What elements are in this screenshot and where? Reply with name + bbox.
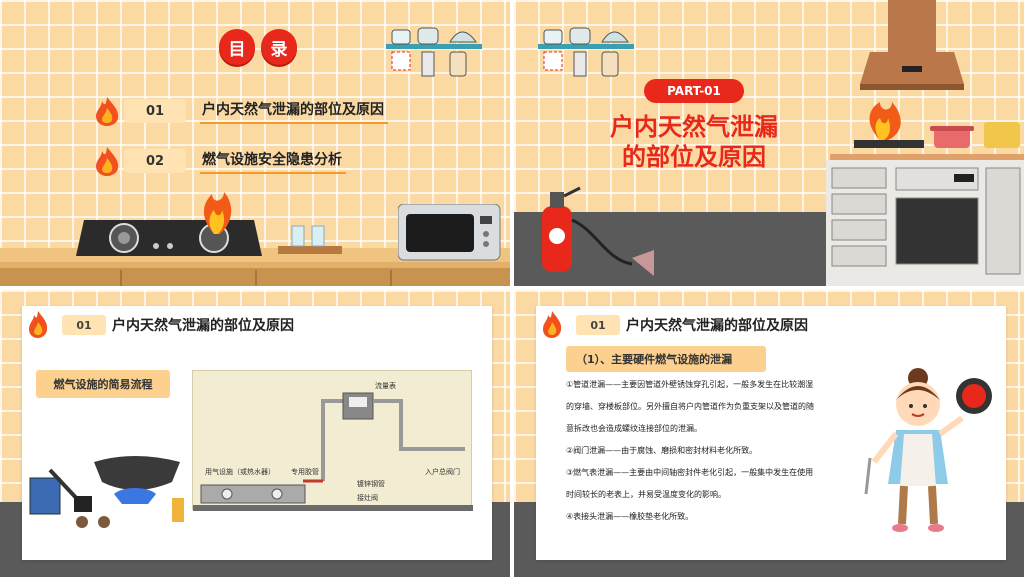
label-meter: 流量表 xyxy=(375,382,396,390)
content-card: 01 户内天然气泄漏的部位及原因 （1）、主要硬件燃气设施的泄漏 ①管道泄漏——… xyxy=(536,306,1006,560)
slide-leakage-details[interactable]: 01 户内天然气泄漏的部位及原因 （1）、主要硬件燃气设施的泄漏 ①管道泄漏——… xyxy=(514,290,1024,577)
flame-icon xyxy=(543,311,562,338)
pipe-schematic xyxy=(193,392,473,511)
range-hood-illustration xyxy=(860,0,964,90)
cabinet-divider xyxy=(120,270,122,286)
leakage-paragraph: ①管道泄漏——主要因管道外壁锈蚀穿孔引起，一般多发生在比较潮湿 的穿墙、穿楼板部… xyxy=(566,374,846,528)
toc-title-char-1: 目 xyxy=(219,29,255,65)
slide-title: 户内天然气泄漏的部位及原因 xyxy=(626,318,808,334)
section-number: 01 xyxy=(62,315,106,335)
label-pipe: 专用胶管 xyxy=(291,468,319,476)
text-line: ①管道泄漏——主要因管道外壁锈蚀穿孔引起，一般多发生在比较潮湿 xyxy=(566,380,814,389)
section-heading: （1）、主要硬件燃气设施的泄漏 xyxy=(566,346,766,372)
part-title-line-1: 户内天然气泄漏 xyxy=(610,113,778,141)
chef-woman-illustration xyxy=(864,368,992,532)
part-title: 户内天然气泄漏 的部位及原因 xyxy=(574,112,814,172)
slide-title: 户内天然气泄漏的部位及原因 xyxy=(112,318,294,334)
text-line: ④表接头泄漏——橡胶垫老化所致。 xyxy=(566,512,694,521)
slide-header: 01 户内天然气泄漏的部位及原因 xyxy=(28,310,294,340)
flame-icon xyxy=(96,147,119,176)
slide-header: 01 户内天然气泄漏的部位及原因 xyxy=(542,310,808,340)
fire-extinguisher-illustration xyxy=(542,186,654,276)
label-valve-connector: 接灶阀 xyxy=(357,494,378,502)
toc-item-number: 01 xyxy=(124,99,186,123)
wok-stove-illustration xyxy=(29,456,184,528)
section-number: 01 xyxy=(576,315,620,335)
slide-gas-flow[interactable]: 01 户内天然气泄漏的部位及原因 燃气设施的简易流程 xyxy=(0,290,510,577)
gas-flow-diagram: 流量表 用气设施（或热水器） 专用胶管 镀锌钢管 接灶阀 入户总阀门 xyxy=(192,370,473,511)
cabinet-divider xyxy=(255,270,257,286)
text-line: ③燃气表泄漏——主要由中间轴密封件老化引起，一般集中发生在使用 xyxy=(566,468,814,477)
glasses-tray-illustration xyxy=(278,225,342,254)
utensil-shelf-illustration xyxy=(538,27,634,77)
flow-subtitle: 燃气设施的简易流程 xyxy=(36,370,170,398)
toc-item-1[interactable]: 01 户内天然气泄漏的部位及原因 xyxy=(94,96,388,126)
cabinet-divider xyxy=(390,270,392,286)
flame-icon xyxy=(96,97,119,126)
text-line: 意拆改也会造成螺纹连接部位的泄漏。 xyxy=(566,424,702,433)
toc-item-label[interactable]: 户内天然气泄漏的部位及原因 xyxy=(200,99,388,124)
slide-toc[interactable]: 目 录 01 户内天然气泄漏的部位及原因 02 燃气设 xyxy=(0,0,510,286)
label-stove: 用气设施（或热水器） xyxy=(205,468,275,476)
toc-title-char-2: 录 xyxy=(261,29,297,65)
toc-item-2[interactable]: 02 燃气设施安全隐患分析 xyxy=(94,146,346,176)
part-badge: PART-01 xyxy=(644,79,744,103)
slide-part-01[interactable]: PART-01 户内天然气泄漏 的部位及原因 xyxy=(514,0,1024,286)
label-inlet: 入户总阀门 xyxy=(425,468,460,476)
microwave-illustration xyxy=(398,204,501,261)
toc-item-number: 02 xyxy=(124,149,186,173)
kitchen-cabinet-oven-illustration xyxy=(826,160,1024,286)
utensil-shelf-illustration xyxy=(386,27,482,77)
stove-top-illustration xyxy=(830,102,1024,162)
text-line: 时间较长的老表上，并易受温度变化的影响。 xyxy=(566,490,726,499)
flame-icon xyxy=(29,311,48,338)
text-line: 的穿墙、穿楼板部位。另外擅自将户内管道作为负重支架以及管道的随 xyxy=(566,402,814,411)
part-title-line-2: 的部位及原因 xyxy=(622,143,766,171)
content-card: 01 户内天然气泄漏的部位及原因 燃气设施的简易流程 xyxy=(22,306,492,560)
gas-stove-illustration xyxy=(76,192,262,256)
label-tube: 镀锌钢管 xyxy=(357,480,385,488)
toc-item-label[interactable]: 燃气设施安全隐患分析 xyxy=(200,149,346,174)
text-line: ②阀门泄漏——由于腐蚀、磨损和密封材料老化所致。 xyxy=(566,446,758,455)
